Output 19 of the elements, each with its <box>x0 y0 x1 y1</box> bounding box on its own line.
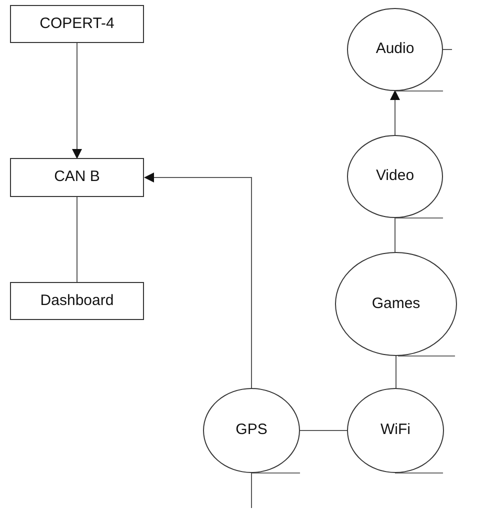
node-label: Audio <box>376 40 414 59</box>
arrow <box>144 172 252 388</box>
connector-line <box>251 472 252 508</box>
process-box <box>10 158 144 197</box>
connector-line <box>76 196 78 282</box>
node-label: COPERT-4 <box>40 14 114 34</box>
connector-line <box>300 430 348 431</box>
process-box <box>10 5 144 43</box>
node-label: Video <box>376 167 414 186</box>
process-box <box>10 282 144 320</box>
node-label: WiFi <box>380 421 410 440</box>
arrow <box>390 90 400 136</box>
node-label: CAN B <box>54 168 100 187</box>
node-label: Games <box>372 294 420 314</box>
arrow <box>72 42 82 159</box>
node-label: GPS <box>236 421 268 440</box>
node-label: Dashboard <box>40 292 114 310</box>
connector-line <box>394 218 396 252</box>
connector-line <box>442 49 452 50</box>
